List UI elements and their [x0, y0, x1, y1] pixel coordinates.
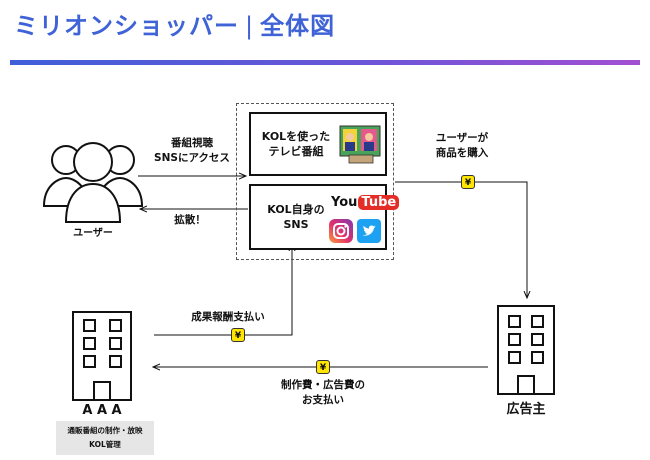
- advertiser-label: 広告主: [506, 402, 546, 417]
- user-label: ユーザー: [73, 228, 113, 239]
- aaa-label: A A A: [82, 403, 122, 418]
- kol-group-dashed-frame: [236, 103, 394, 260]
- arrow-commission-to-sns: [154, 244, 292, 336]
- kol-sns-box: KOL自身の SNS You Tube: [249, 184, 400, 250]
- edge-label-fees: 制作費・広告費の お支払い: [275, 378, 371, 408]
- edge-label-purchase-2: 商品を購入: [435, 147, 489, 159]
- yen-badge-fees: ¥: [316, 360, 330, 374]
- edge-label-fees-2: お支払い: [302, 394, 344, 406]
- aaa-building-icon: [72, 311, 132, 401]
- kol-sns-label: KOL自身の SNS: [257, 186, 335, 248]
- youtube-logo-tube: Tube: [358, 194, 400, 210]
- twitter-icon: [357, 219, 381, 243]
- edge-label-spread: 拡散！: [174, 214, 206, 226]
- yen-badge-commission: ¥: [231, 328, 245, 342]
- instagram-icon: [329, 219, 353, 243]
- edge-label-commission: 成果報酬支払い: [191, 311, 265, 323]
- edge-label-watch-access: 番組視聴 SNSにアクセス: [146, 136, 238, 166]
- kol-sns-line-2: SNS: [283, 218, 309, 231]
- title-subtitle: 全体図: [260, 12, 336, 40]
- edge-label-fees-1: 制作費・広告費の: [281, 379, 365, 391]
- user-group-icon: [42, 142, 144, 223]
- edge-label-watch: 番組視聴: [171, 137, 213, 149]
- kol-tv-line-1: KOLを使った: [261, 130, 331, 143]
- edge-label-purchase: ユーザーが 商品を購入: [422, 131, 502, 161]
- youtube-logo-you: You: [331, 194, 358, 210]
- edge-label-access: SNSにアクセス: [154, 152, 230, 164]
- aaa-caption: 通販番組の制作・放映 KOL管理: [56, 421, 154, 455]
- aaa-caption-line-2: KOL管理: [89, 440, 121, 449]
- edge-label-purchase-1: ユーザーが: [435, 132, 489, 144]
- aaa-caption-line-1: 通販番組の制作・放映: [67, 426, 143, 435]
- page-title: ミリオンショッパー|全体図: [14, 6, 335, 41]
- kol-tv-program-box: KOLを使った テレビ番組: [249, 112, 387, 176]
- title-separator: |: [245, 12, 255, 40]
- yen-badge-purchase: ¥: [461, 175, 475, 189]
- arrow-purchase-to-advertiser: [395, 181, 527, 298]
- kol-sns-line-1: KOL自身の: [267, 203, 325, 216]
- tv-studio-icon: [339, 125, 381, 164]
- title-underline: [10, 60, 640, 65]
- youtube-logo: You Tube: [331, 193, 400, 211]
- kol-tv-program-label: KOLを使った テレビ番組: [257, 114, 335, 174]
- title-main: ミリオンショッパー: [14, 12, 239, 40]
- kol-tv-line-2: テレビ番組: [268, 145, 324, 158]
- advertiser-building-icon: [497, 305, 555, 395]
